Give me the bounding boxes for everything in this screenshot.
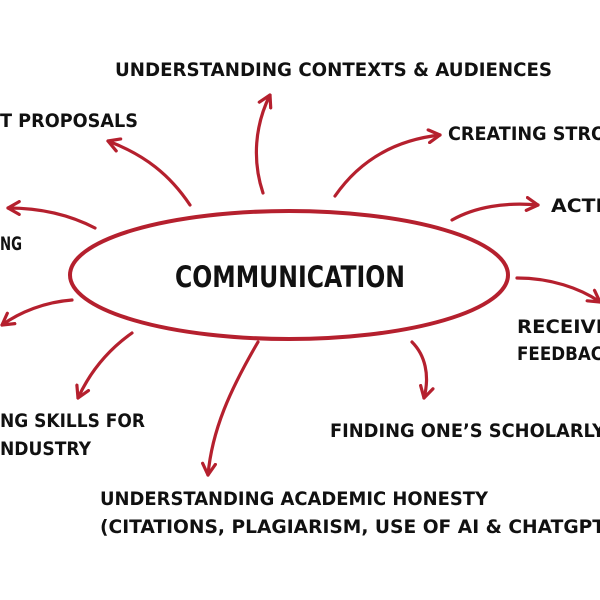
node-receiving-line2: FEEDBAC <box>517 343 600 365</box>
node-skills-line1: NG SKILLS FOR <box>0 410 145 432</box>
node-scholarly: FINDING ONE’S SCHOLARLY <box>330 420 600 442</box>
center-ellipse <box>68 209 510 341</box>
arrow-creating <box>333 128 442 198</box>
center-label: COMMUNICATION <box>175 260 405 294</box>
arrow-receiving <box>515 276 600 304</box>
node-receiving-line1: RECEIVI <box>517 316 600 338</box>
node-left-ng: NG <box>0 233 22 255</box>
arrow-active <box>450 196 540 222</box>
arrow-scholarly <box>410 340 435 400</box>
node-proposals: T PROPOSALS <box>0 110 138 132</box>
arrow-honesty <box>201 340 260 477</box>
arrow-proposals <box>106 137 192 207</box>
node-honesty-line2: (CITATIONS, PLAGIARISM, USE OF AI & CHAT… <box>100 516 600 538</box>
node-contexts: UNDERSTANDING CONTEXTS & AUDIENCES <box>115 59 552 81</box>
node-skills-line2: NDUSTRY <box>0 438 91 460</box>
node-honesty-line1: UNDERSTANDING ACADEMIC HONESTY <box>100 488 488 510</box>
arrow-contexts <box>254 93 273 195</box>
arrow-left-lower <box>0 298 74 327</box>
node-creating: CREATING STRO <box>448 123 600 145</box>
arrow-left-ng <box>6 200 97 230</box>
arrow-skills <box>75 331 134 400</box>
node-active: ACTI <box>551 195 600 217</box>
